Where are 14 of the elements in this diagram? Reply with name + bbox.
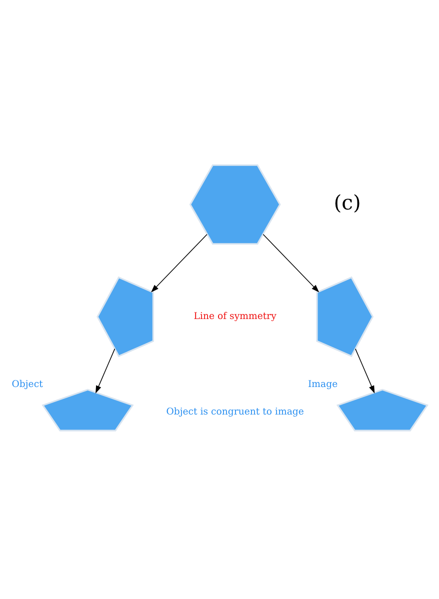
node-pentagon [316, 276, 374, 357]
label: Line of symmetry [194, 310, 276, 322]
node-label: Object [12, 378, 43, 390]
node-pentagon [42, 388, 134, 431]
label: (c) [334, 190, 361, 214]
arrow [151, 233, 208, 292]
label: Object is congruent to image [166, 406, 304, 418]
arrow [355, 348, 375, 393]
arrow [96, 348, 116, 393]
arrow [262, 233, 320, 292]
node-pentagon [96, 276, 154, 357]
node-hexagon [189, 164, 281, 244]
node-label: Image [308, 378, 338, 390]
node-pentagon [336, 388, 428, 431]
